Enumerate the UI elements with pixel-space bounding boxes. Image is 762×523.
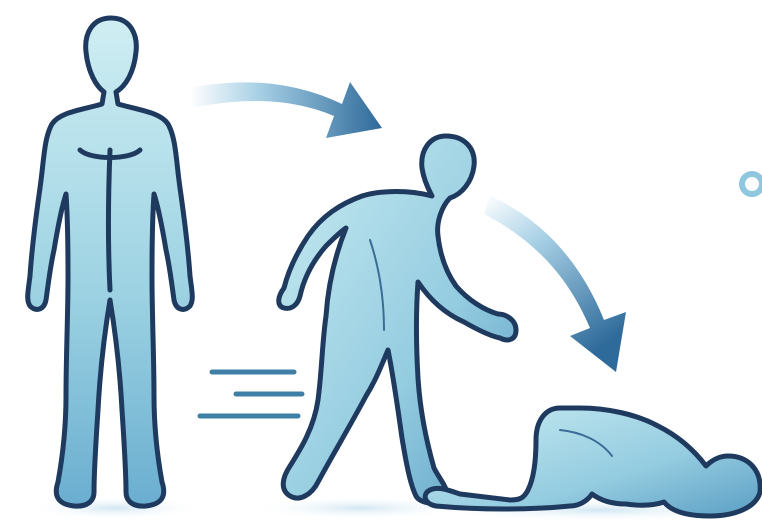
arrow-stumble-to-fall	[484, 196, 626, 372]
ground-shadow	[25, 496, 205, 520]
stumbling-person-figure	[279, 136, 516, 503]
arrow-stand-to-stumble	[190, 82, 382, 138]
partial-ring-decoration	[742, 174, 762, 194]
standing-person-figure	[28, 18, 193, 506]
motion-lines	[200, 372, 302, 416]
